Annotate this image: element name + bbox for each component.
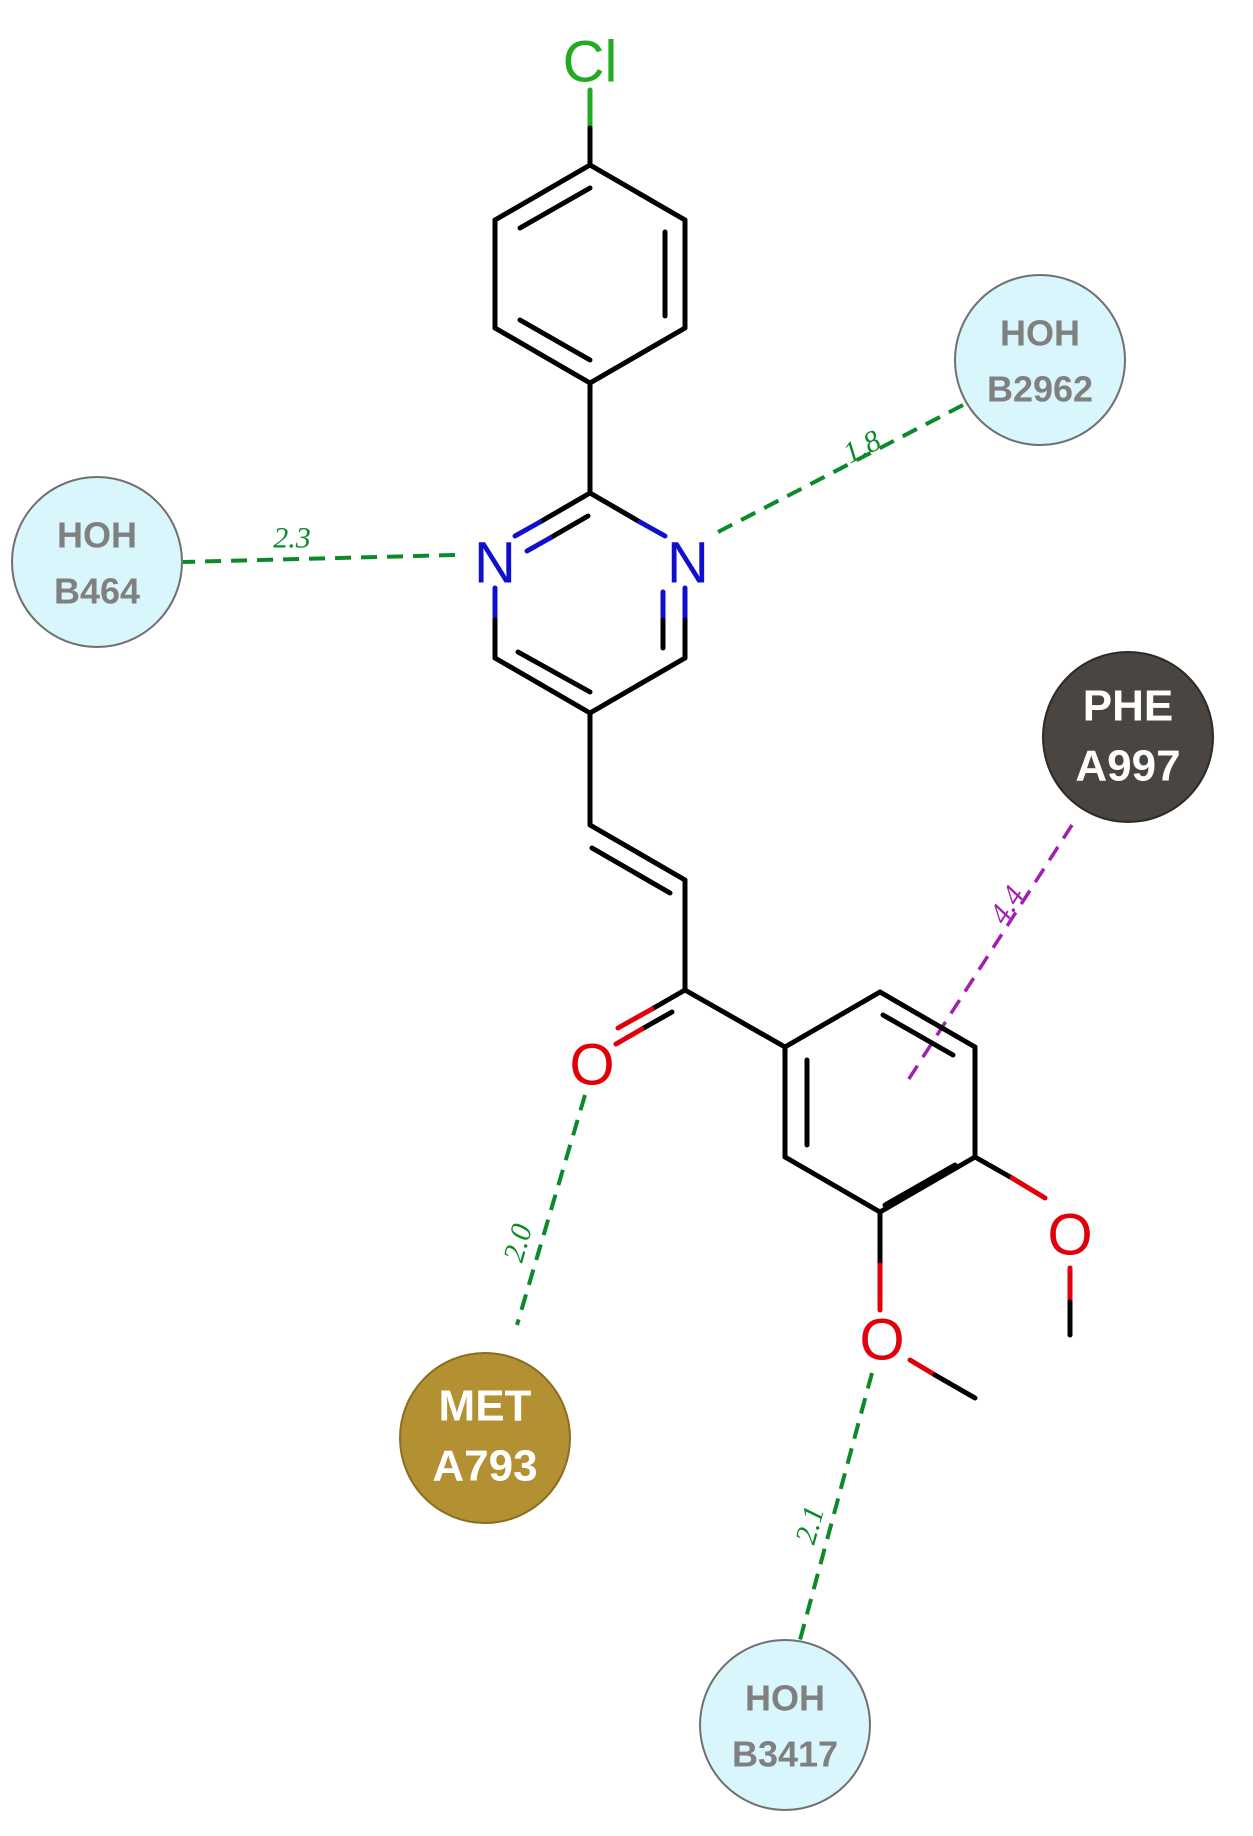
bond-cc-o-black [649,987,688,1012]
residue-hoh-b2962: HOH B2962 [954,274,1126,446]
atom-nitrogen-2: N [667,531,709,596]
atom-chlorine: Cl [563,30,618,95]
residue-circle-met-a793 [399,1352,571,1524]
bond-ring2-a [782,989,883,1050]
bond-ring1-c [587,325,688,386]
distance-label-b3417: 2.1 [789,1502,831,1547]
residue-phe-a997: PHE A997 [1042,651,1214,823]
distance-labels: 1.8 2.3 4.4 2.0 2.1 [273,424,1031,1548]
bond-cc-o-inner-red [613,1026,645,1047]
residue-circle-hoh-b3417 [699,1639,871,1811]
bond-c2-n3-blue [637,519,668,539]
bond-c6-c5-inner [515,649,593,695]
hbond-line-b464 [182,553,456,564]
residue-met-a793: MET A793 [399,1352,571,1524]
bond-ring2-inner-b [882,1162,958,1208]
residue-id-met-a793: A793 [432,1442,537,1491]
bond-c2-n1-inner-black [547,513,591,541]
bond-cc-o-red [615,1006,655,1031]
residue-circle-hoh-b2962 [954,274,1126,446]
residue-id-phe-a997: A997 [1075,742,1180,791]
bond-ring1-a [587,162,688,223]
distance-label-met-a793: 2.0 [497,1220,539,1265]
residue-name-phe-a997: PHE [1083,682,1173,731]
bond-c2-n1-blue [512,519,543,539]
distance-label-b464: 2.3 [273,522,311,555]
bond-cc-ring2 [682,987,788,1050]
atom-nitrogen-1: N [474,531,516,596]
residue-id-hoh-b3417: B3417 [732,1734,838,1775]
atom-oxygen-methoxy-1: O [1047,1203,1092,1268]
distance-label-phe-a997: 4.4 [983,880,1031,929]
residue-name-hoh-b3417: HOH [745,1678,825,1719]
residue-circle-phe-a997 [1042,651,1214,823]
bond-c4-o1-black [972,1154,1015,1181]
bond-ring2-d [877,1154,978,1215]
bond-c2-n1-inner-blue [524,535,553,554]
residue-id-hoh-b2962: B2962 [987,369,1093,410]
bond-c6-c5 [492,655,593,716]
bond-c2-n3-black [587,490,643,525]
bond-ring2-b [877,989,978,1050]
bond-ring1-inner-a [517,185,593,231]
residue-circle-hoh-b464 [11,476,183,648]
bond-ring2-e [782,1154,883,1215]
residue-hoh-b464: HOH B464 [11,476,183,648]
bond-ca-cb-inner [589,845,673,896]
residue-hoh-b3417: HOH B3417 [699,1639,871,1811]
hbond-line-b2962 [717,402,966,534]
residue-name-met-a793: MET [439,1382,532,1431]
atom-oxygen-methoxy-2: O [859,1308,904,1373]
bond-ring1-inner-c [517,317,593,363]
residue-name-hoh-b464: HOH [57,515,137,556]
atom-oxygen-carbonyl: O [569,1033,614,1098]
atom-labels: Cl N N O O O [474,30,1093,1373]
bond-o2-me-black [932,1372,978,1401]
bond-c5-c4 [587,655,688,716]
distance-label-b2962: 1.8 [838,424,886,470]
bond-c2-n1-black [537,490,593,525]
residue-name-hoh-b2962: HOH [1000,313,1080,354]
molecule-bonds [492,87,1073,1401]
residue-id-hoh-b464: B464 [54,571,140,612]
pi-line-phe-a997 [903,824,1074,1086]
bond-ca-cb [587,822,688,883]
bond-ring1-d [492,325,593,386]
hbond-line-met-a793 [515,1094,587,1326]
bond-ring1-f [492,162,593,223]
bond-o2-me-red [907,1357,938,1378]
interaction-lines [182,402,1074,1641]
bond-c4-o1-red [1009,1175,1048,1201]
bond-cc-o-inner-black [639,1009,675,1032]
bond-ring2-inner-a [880,1012,956,1058]
hbond-line-b3417 [798,1372,874,1641]
